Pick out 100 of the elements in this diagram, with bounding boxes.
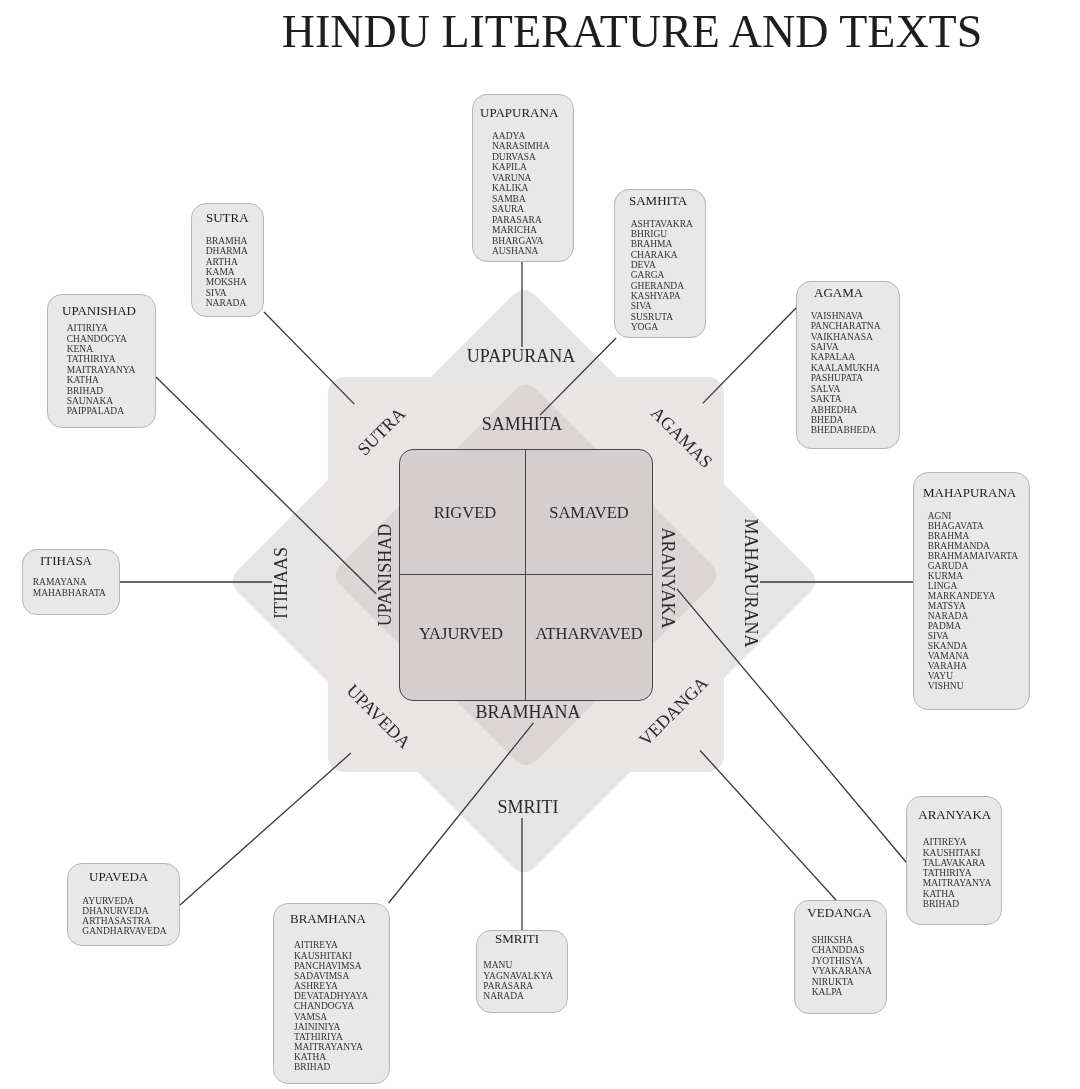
veda-label: RIGVED [433, 503, 497, 523]
list-item: MARKANDEYA [927, 591, 996, 602]
list-item: VAMANA [927, 651, 970, 662]
list-item: VISHNU [927, 681, 964, 692]
list-item: MAHABHARATA [32, 588, 106, 599]
callout-heading: SAMHITA [629, 193, 688, 207]
callout-box [913, 472, 1030, 710]
list-item: VARUNA [492, 172, 532, 183]
list-item: RAMAYANA [32, 577, 87, 588]
list-item: SAUNAKA [66, 395, 114, 406]
list-item: BHEDA [810, 415, 844, 425]
list-item: SALVA [810, 383, 841, 394]
list-item: AYURVEDA [82, 896, 134, 907]
callout-box [794, 900, 887, 1014]
list-item: KAMA [205, 267, 235, 277]
list-item: JAININIYA [294, 1021, 341, 1032]
callout-box [191, 203, 264, 317]
list-item: DHANURVEDA [82, 906, 149, 917]
list-item: GARUDA [927, 561, 969, 571]
list-item: SADAVIMSA [294, 970, 350, 981]
list-item: BHAGAVATA [927, 520, 984, 531]
section-label: ARANYAKA [657, 527, 677, 629]
list-item: NARADA [483, 990, 524, 1001]
list-item: BRAHMA [927, 530, 970, 541]
section-label: SMRITI [497, 798, 559, 818]
list-item: GARGA [630, 270, 665, 281]
callout-heading: ARANYAKA [918, 807, 992, 821]
list-item: SKANDA [927, 641, 968, 652]
list-item: NARADA [205, 298, 247, 309]
connector-line [155, 376, 377, 595]
list-item: BRIHAD [66, 385, 104, 396]
callout-heading: SMRITI [495, 931, 540, 945]
list-item: BHEDABHEDA [810, 425, 877, 436]
list-item: KALPA [811, 987, 843, 998]
list-item: KATHA [294, 1052, 327, 1063]
list-item: KURMA [927, 571, 964, 582]
list-item: MAITRAYANYA [66, 364, 136, 375]
list-item: VAIKHANASA [810, 331, 873, 342]
list-item: AGNI [927, 510, 952, 521]
list-item: KENA [66, 343, 94, 354]
list-item: SUSRUTA [630, 311, 674, 322]
list-item: SAURA [492, 204, 525, 215]
list-item: DEVA [630, 260, 656, 271]
section-label: MAHAPURANA [740, 518, 760, 648]
list-item: KAALAMUKHA [810, 362, 880, 373]
section-label: SAMHITA [481, 415, 563, 435]
section-label: UPAPURANA [466, 347, 576, 367]
list-item: KATHA [922, 888, 955, 899]
list-item: SIVA [927, 631, 949, 642]
list-item: GANDHARVAVEDA [82, 926, 167, 937]
callout-heading: UPAPURANA [480, 105, 559, 119]
list-item: TATHIRIYA [922, 868, 972, 879]
list-item: BRIHAD [294, 1062, 331, 1073]
list-item: BRAMHA [205, 235, 248, 246]
connector-line [521, 261, 523, 348]
section-label: UPANISHAD [376, 523, 396, 627]
list-item: GHERANDA [630, 280, 684, 291]
list-item: KAUSHITAKI [294, 950, 352, 961]
connector-line [702, 307, 797, 405]
connector-line [759, 581, 914, 583]
callout-heading: ITIHASA [40, 554, 92, 568]
list-item: VARAHA [927, 661, 968, 672]
callout-box [273, 903, 390, 1084]
list-item: PADMA [927, 621, 962, 632]
connector-line [119, 581, 273, 583]
title: HINDU LITERATURE AND TEXTS [281, 9, 983, 55]
list-item: DEVATADHYAYA [294, 991, 369, 1002]
list-item: ARTHASASTRA [82, 916, 151, 927]
callout-box [906, 796, 1002, 925]
list-item: JYOTHISYA [811, 955, 863, 966]
list-item: ABHEDHA [810, 404, 858, 415]
connector-line [699, 749, 837, 901]
list-item: MAITRAYANYA [294, 1042, 363, 1053]
callout-heading: UPANISHAD [62, 303, 136, 317]
list-item: PARASARA [483, 980, 534, 991]
list-item: SAIVA [810, 342, 839, 353]
list-item: MATSYA [927, 601, 966, 612]
callout-heading: BRAMHANA [290, 911, 366, 925]
list-item: KAPILA [492, 162, 527, 173]
callout-heading: VEDANGA [807, 906, 872, 919]
list-item: DHARMA [205, 246, 248, 257]
list-item: KAUSHITAKI [922, 847, 981, 858]
connector-line [521, 817, 523, 931]
list-item: KATHA [66, 375, 99, 386]
list-item: AUSHANA [492, 246, 539, 257]
list-item: BRIHAD [922, 898, 960, 909]
veda-label: YAJURVED [419, 624, 503, 644]
list-item: AITIREYA [294, 940, 338, 951]
list-item: CHANDDAS [811, 945, 865, 956]
list-item: TALAVAKARA [922, 857, 986, 868]
callout-box [22, 549, 120, 615]
list-item: PAIPPALADA [66, 406, 125, 417]
list-item: VYAKARANA [811, 966, 872, 977]
list-item: SHIKSHA [811, 934, 853, 945]
list-item: LINGA [927, 581, 958, 592]
callout-box [614, 189, 706, 338]
callout-box [472, 94, 574, 262]
list-item: VAISHNAVA [810, 310, 864, 321]
list-item: AITIREYA [922, 837, 967, 848]
list-item: AITIRIYA [66, 323, 108, 334]
